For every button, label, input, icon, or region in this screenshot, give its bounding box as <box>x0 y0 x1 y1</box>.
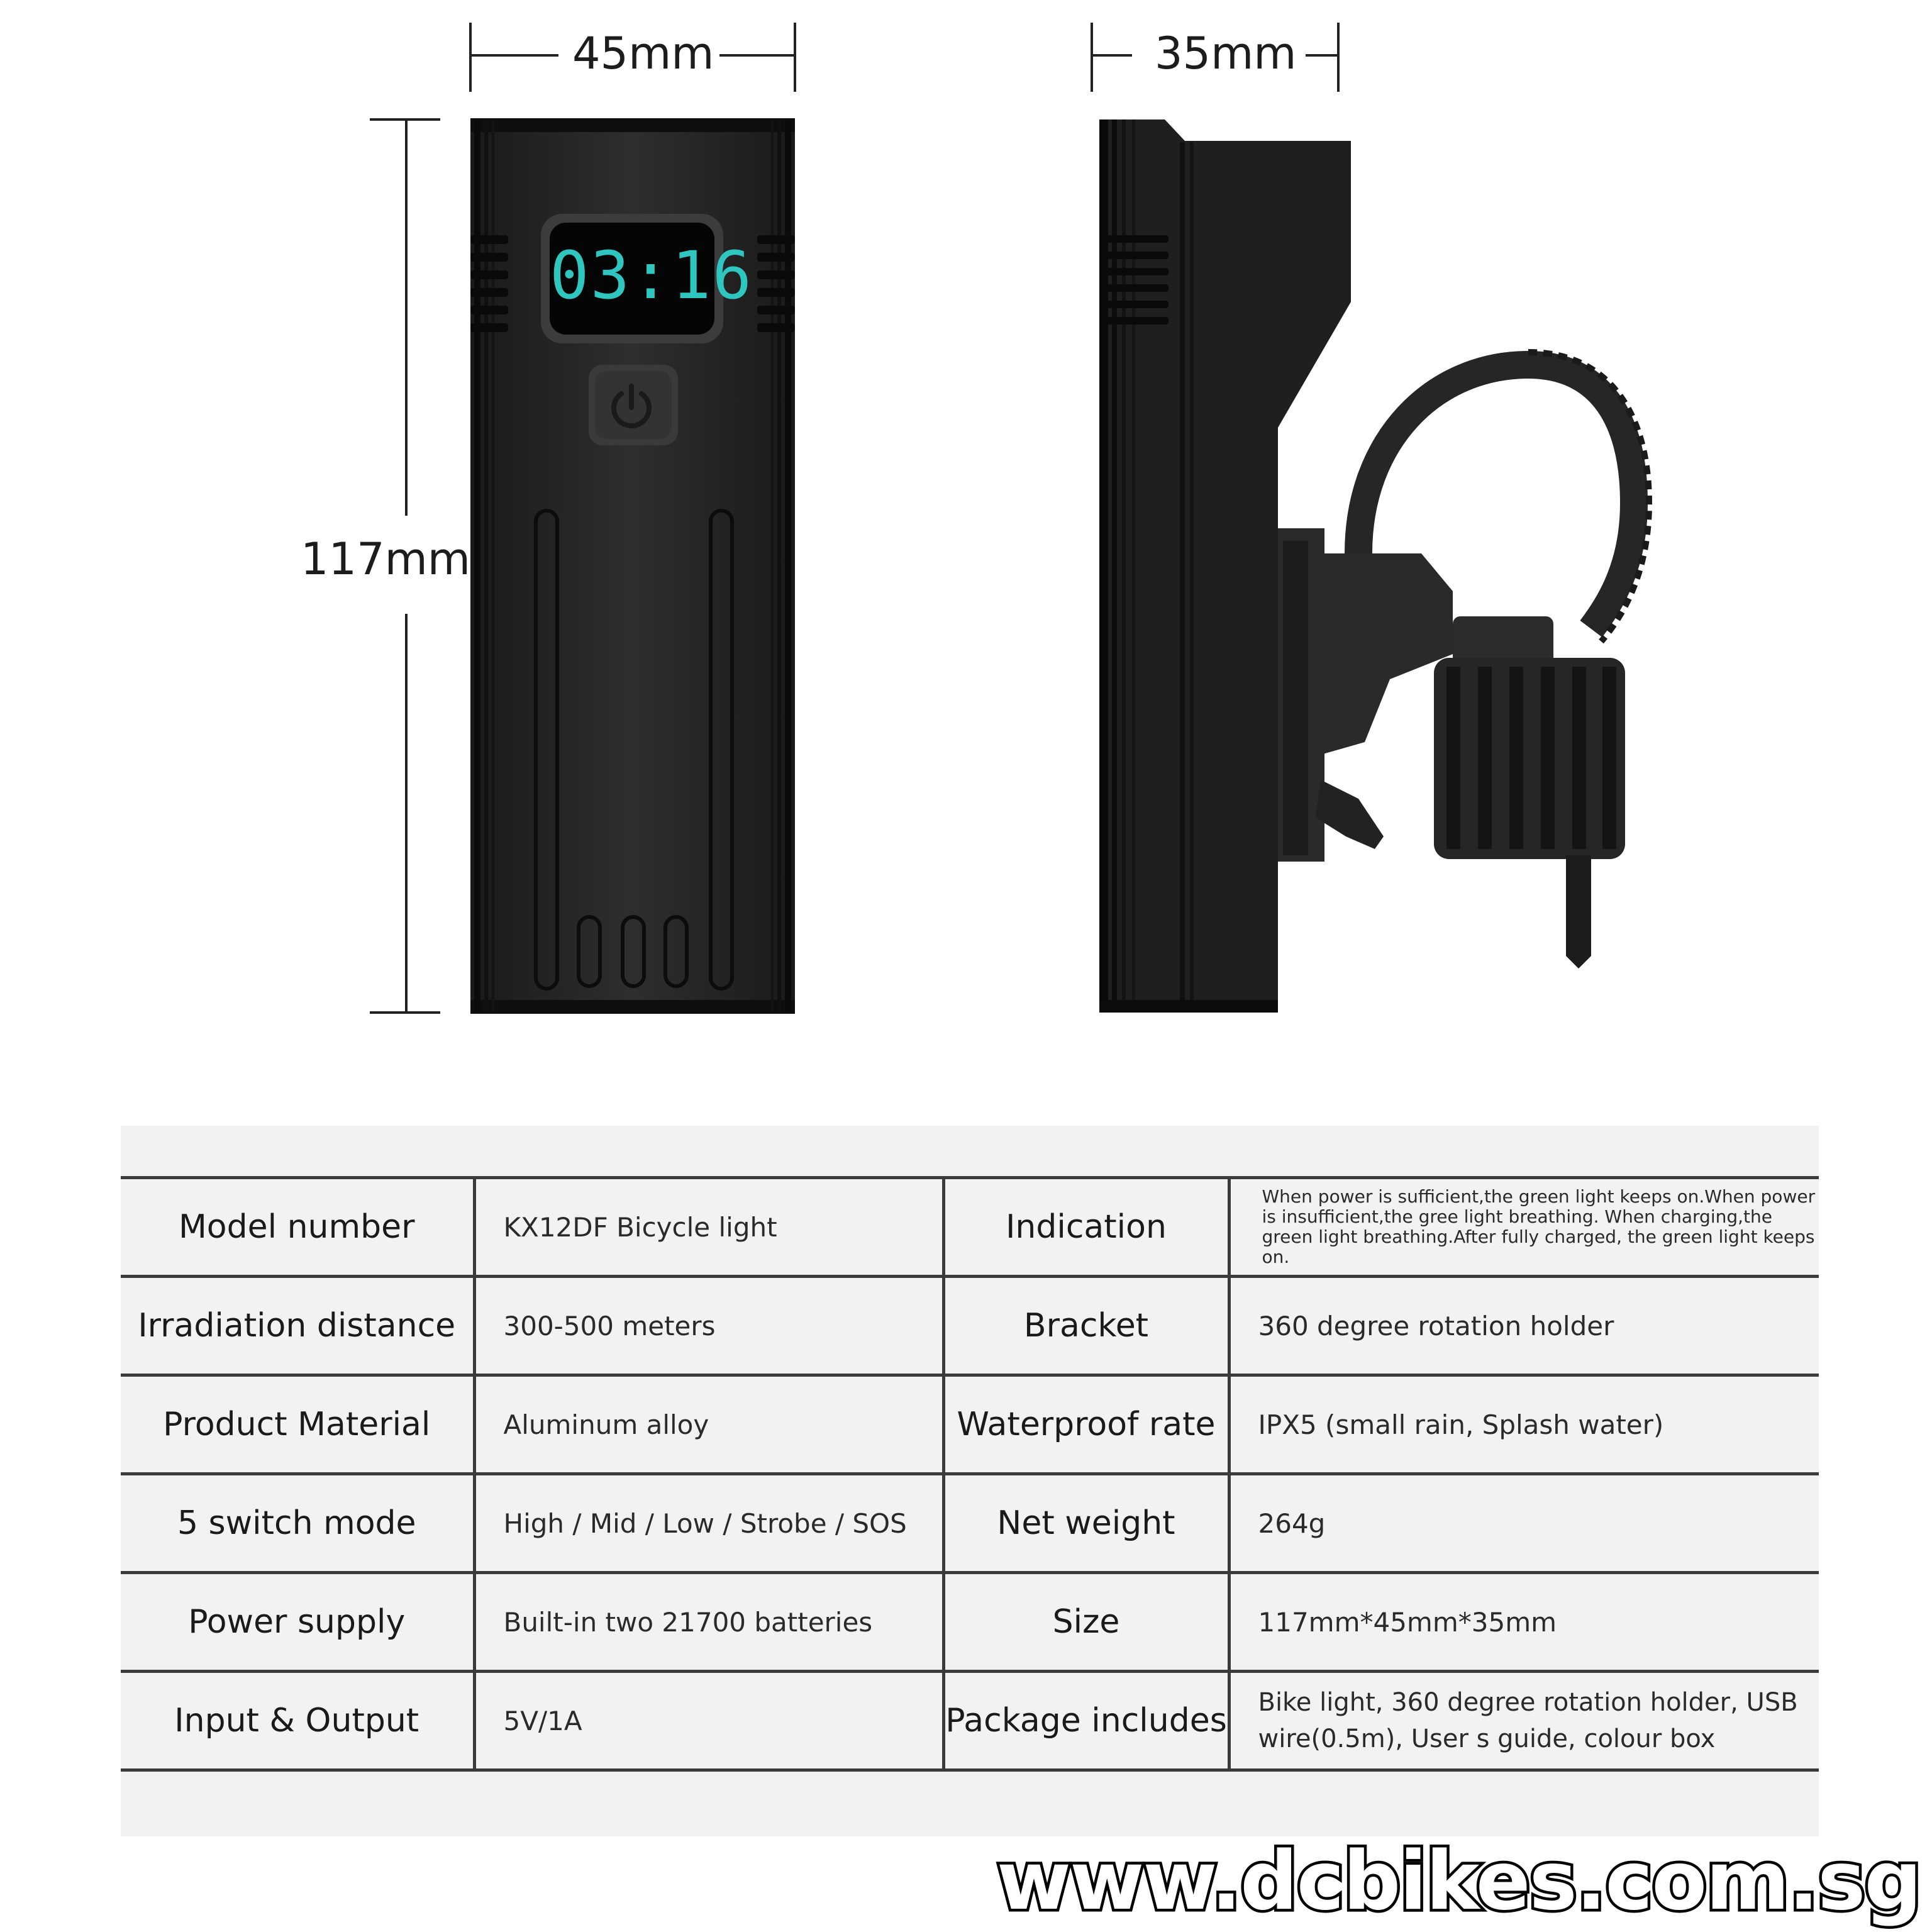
spec-table: Model number KX12DF Bicycle light Indica… <box>121 1176 1819 1772</box>
height-dimension-label: 117mm <box>301 533 470 585</box>
spec-value: Aluminum alloy <box>472 1374 943 1475</box>
light-side-view <box>1099 119 1653 1013</box>
spec-label: Bracket <box>941 1275 1229 1377</box>
width-dim-line-left <box>470 54 558 57</box>
spec-label: Input & Output <box>121 1670 474 1772</box>
spec-value: Bike light, 360 degree rotation holder, … <box>1227 1670 1819 1772</box>
width-dim-line-right <box>719 54 795 57</box>
spec-label: Package includes <box>941 1670 1229 1772</box>
spec-label: Power supply <box>121 1571 474 1673</box>
spec-value: 360 degree rotation holder <box>1227 1275 1819 1377</box>
width-dim-tick-left <box>469 23 472 92</box>
spec-label: Size <box>941 1571 1229 1673</box>
depth-dim-tick-left <box>1091 23 1093 92</box>
table-row: Irradiation distance 300-500 meters Brac… <box>121 1275 1819 1377</box>
table-row: Power supply Built-in two 21700 batterie… <box>121 1571 1819 1673</box>
spec-table-panel: Model number KX12DF Bicycle light Indica… <box>121 1126 1819 1836</box>
spec-value: 300-500 meters <box>472 1275 943 1377</box>
spec-value: IPX5 (small rain, Splash water) <box>1227 1374 1819 1475</box>
spec-label: 5 switch mode <box>121 1472 474 1574</box>
depth-dimension-label: 35mm <box>1155 28 1297 79</box>
depth-dim-tick-right <box>1337 23 1340 92</box>
spec-label: Product Material <box>121 1374 474 1475</box>
table-row: Model number KX12DF Bicycle light Indica… <box>121 1176 1819 1278</box>
spec-value: 264g <box>1227 1472 1819 1574</box>
height-dim-line-top <box>405 119 408 516</box>
spec-label: Indication <box>941 1176 1229 1278</box>
spec-value: 117mm*45mm*35mm <box>1227 1571 1819 1673</box>
spec-label: Model number <box>121 1176 474 1278</box>
spec-value: 5V/1A <box>472 1670 943 1772</box>
product-figure: 45mm 35mm 117mm <box>301 23 1653 1014</box>
spec-value: High / Mid / Low / Strobe / SOS <box>472 1472 943 1574</box>
spec-label: Net weight <box>941 1472 1229 1574</box>
light-front-view <box>470 118 795 1014</box>
spec-value: When power is sufficient,the green light… <box>1227 1176 1819 1278</box>
height-dim-tick-bottom <box>370 1011 440 1014</box>
table-row: Input & Output 5V/1A Package includes Bi… <box>121 1670 1819 1772</box>
power-icon <box>611 384 652 428</box>
width-dim-tick-right <box>794 23 796 92</box>
spec-value: Built-in two 21700 batteries <box>472 1571 943 1673</box>
website-watermark: www.dcbikes.com.sg <box>994 1835 1924 1928</box>
height-dim-line-bottom <box>405 614 408 1013</box>
battery-time-display: 03:16 <box>550 237 753 314</box>
spec-value: KX12DF Bicycle light <box>472 1176 943 1278</box>
width-dimension-label: 45mm <box>572 28 714 79</box>
table-row: 5 switch mode High / Mid / Low / Strobe … <box>121 1472 1819 1574</box>
spec-label: Waterproof rate <box>941 1374 1229 1475</box>
table-row: Product Material Aluminum alloy Waterpro… <box>121 1374 1819 1475</box>
depth-dim-line-right <box>1306 54 1338 57</box>
depth-dim-line-left <box>1092 54 1132 57</box>
spec-label: Irradiation distance <box>121 1275 474 1377</box>
